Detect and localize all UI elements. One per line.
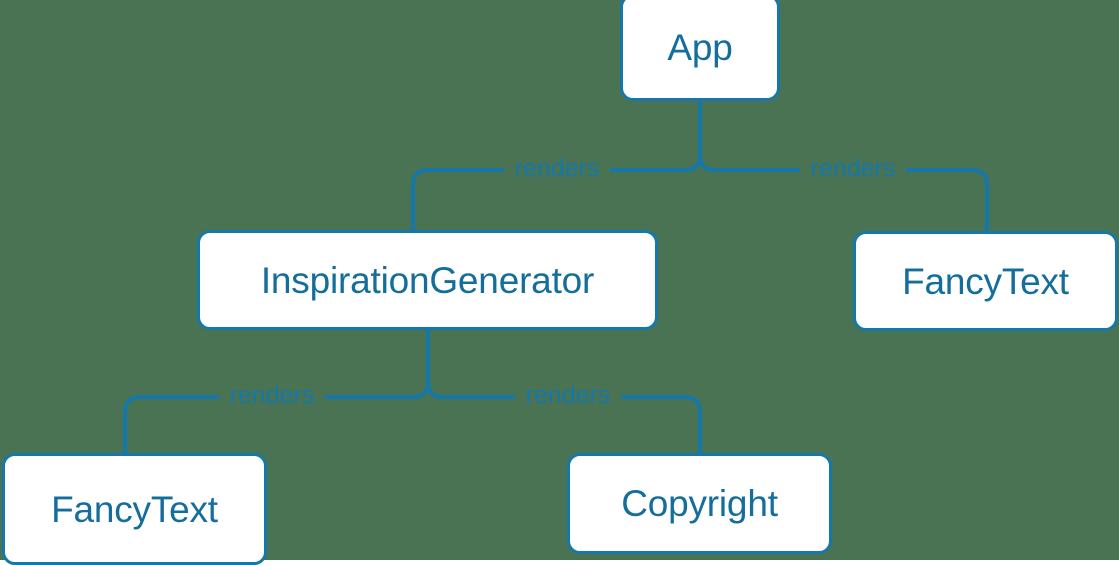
edge-label-app-to-fancytext-right: renders — [810, 154, 896, 183]
edge-label-app-to-inspirationgenerator: renders — [514, 154, 600, 183]
node-app[interactable]: App — [620, 0, 780, 101]
node-fancytext-left-label: FancyText — [51, 488, 218, 530]
node-inspirationgenerator-label: InspirationGenerator — [260, 259, 595, 301]
edge-label-mask — [218, 372, 326, 420]
node-copyright-label: Copyright — [621, 483, 778, 524]
node-fancytext-left[interactable]: FancyText — [2, 453, 267, 565]
edge-label-mask — [503, 145, 611, 193]
edge-app-to-fancytext-right — [698, 154, 989, 231]
edge-inspirationgenerator-to-fancytext-left — [123, 381, 430, 453]
edge-app-to-inspirationgenerator — [411, 154, 702, 230]
node-inspirationgenerator[interactable]: InspirationGenerator — [197, 230, 658, 330]
edge-label-mask — [799, 145, 907, 193]
edge-label-inspirationgenerator-to-copyright: renders — [525, 381, 611, 410]
node-copyright[interactable]: Copyright — [567, 453, 832, 554]
edge-inspirationgenerator-to-copyright — [426, 381, 702, 453]
node-fancytext-right[interactable]: FancyText — [853, 231, 1118, 331]
edge-label-inspirationgenerator-to-fancytext-left: renders — [229, 381, 315, 410]
node-fancytext-right-label: FancyText — [902, 260, 1069, 302]
edge-label-mask — [514, 372, 622, 420]
node-app-label: App — [667, 27, 733, 68]
